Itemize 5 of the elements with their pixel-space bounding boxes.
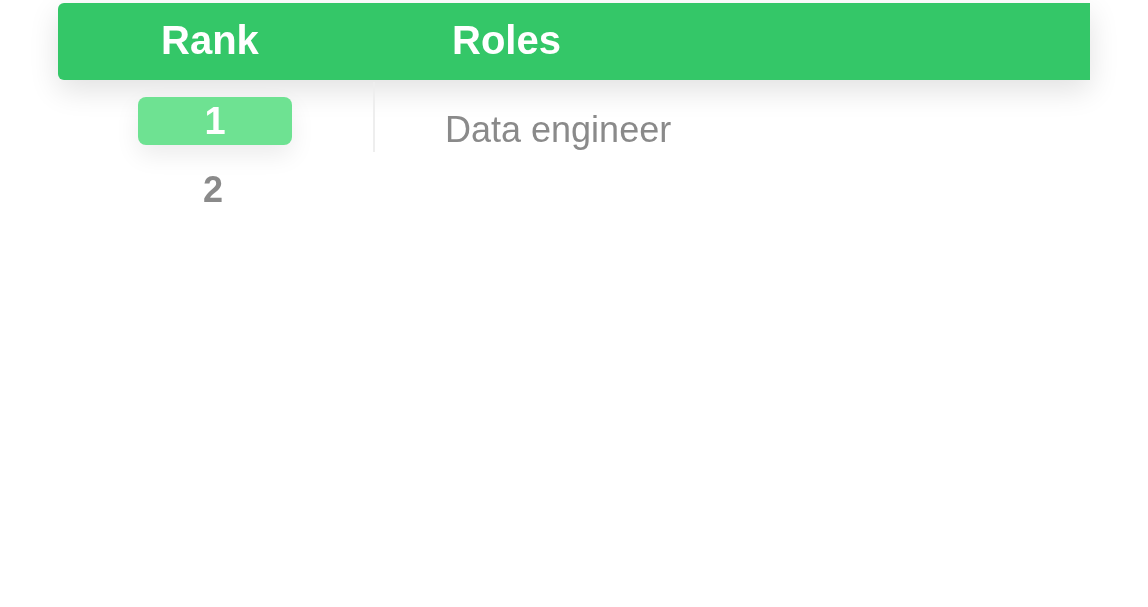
rank-number: 1	[138, 97, 292, 145]
column-header: Roles	[452, 18, 561, 62]
role-text: Data engineer	[445, 110, 672, 150]
column-header: Rank	[161, 18, 259, 62]
rank-number: 2	[203, 170, 224, 210]
